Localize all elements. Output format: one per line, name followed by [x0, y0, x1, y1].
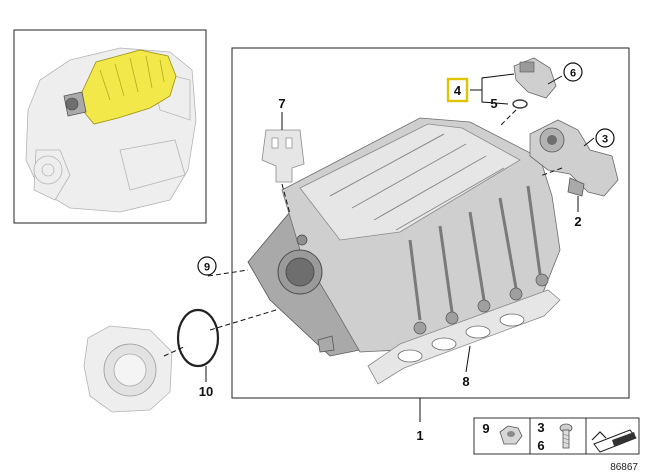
engine-overview-inset — [13, 29, 207, 224]
intake-manifold-part — [247, 117, 561, 357]
callout-4: 4 — [454, 83, 462, 98]
legend-screw-number-top: 3 — [537, 420, 544, 435]
callout-5: 5 — [490, 96, 497, 111]
callout-3: 3 — [602, 134, 608, 146]
callout-1: 1 — [416, 428, 423, 443]
diagram-reference-number: 86867 — [610, 462, 638, 473]
sensor-part — [513, 57, 557, 99]
nut-icon — [499, 425, 523, 445]
main-frame — [231, 47, 630, 399]
manifold-gasket-part — [367, 289, 561, 385]
leader-lines — [163, 73, 595, 422]
callout-2: 2 — [574, 214, 581, 229]
callout-4-highlight-box — [446, 77, 469, 103]
o-ring-part — [512, 99, 528, 109]
legend-screw-number-bottom: 6 — [537, 438, 544, 453]
fastener-legend: 9 3 6 — [473, 417, 640, 455]
highlighted-intake-manifold — [81, 49, 177, 125]
flat-tool-icon — [591, 429, 637, 453]
callout-9: 9 — [204, 262, 210, 274]
throttle-gasket-ring — [176, 308, 220, 368]
bracket-part — [261, 129, 305, 183]
callout-8: 8 — [462, 374, 469, 389]
callout-7: 7 — [278, 96, 285, 111]
callout-6: 6 — [570, 68, 576, 80]
legend-nut-number: 9 — [482, 421, 489, 436]
screw-icon — [559, 423, 573, 449]
callout-10: 10 — [199, 384, 213, 399]
valve-unit-part — [529, 119, 619, 197]
throttle-body-part — [83, 325, 173, 413]
